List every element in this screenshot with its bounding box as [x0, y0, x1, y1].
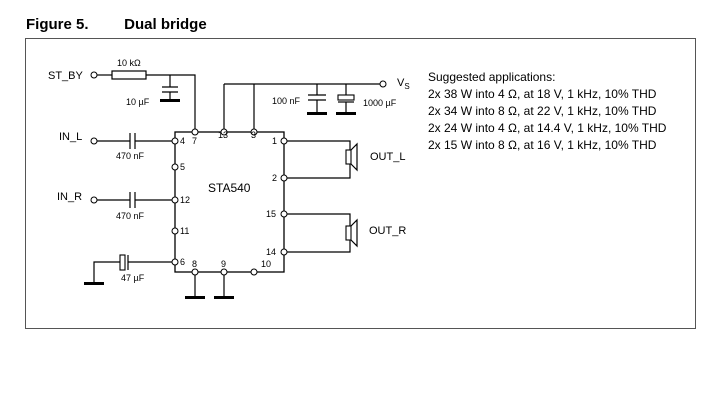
in-r-label: IN_R: [57, 191, 82, 203]
out-l-speaker: OUT_L: [284, 140, 405, 179]
pin-8: 8: [192, 259, 197, 269]
pin-9: 9: [221, 259, 226, 269]
ic-name: STA540: [208, 181, 251, 195]
vs-cap-big-value: 1000 µF: [363, 98, 397, 108]
pin-10: 10: [261, 259, 271, 269]
pin-11: 11: [180, 226, 189, 236]
out-l-label: OUT_L: [370, 151, 405, 163]
pin-markers: [171, 128, 288, 276]
stby-network: ST_BY 10 kΩ 10 µF: [48, 58, 196, 132]
pin-3: 3: [251, 130, 256, 140]
application-item: 2x 15 W into 8 Ω, at 16 V, 1 kHz, 10% TH…: [428, 138, 657, 152]
suggested-applications: Suggested applications: 2x 38 W into 4 Ω…: [428, 69, 666, 154]
supply-label: VS: [397, 77, 410, 91]
svr-cap-value: 47 µF: [121, 273, 145, 283]
supply-rail: VS 100 nF 1000 µF: [223, 77, 410, 132]
pin-15: 15: [266, 209, 276, 219]
stby-resistor-value: 10 kΩ: [117, 58, 141, 68]
pin-13: 13: [218, 130, 228, 140]
stby-resistor: [111, 70, 147, 80]
in-l-network: IN_L 470 nF: [59, 131, 175, 161]
pin-6: 6: [180, 257, 185, 267]
vs-cap-small-value: 100 nF: [272, 96, 301, 106]
pin-5: 5: [180, 162, 185, 172]
pin-12: 12: [180, 195, 190, 205]
application-item: 2x 24 W into 4 Ω, at 14.4 V, 1 kHz, 10% …: [428, 121, 667, 135]
in-l-cap-value: 470 nF: [116, 151, 145, 161]
figure-frame: [25, 38, 696, 329]
pin-1: 1: [272, 136, 277, 146]
in-r-network: IN_R 470 nF: [57, 191, 175, 221]
figure-number: Figure 5.: [26, 16, 89, 33]
application-item: 2x 34 W into 8 Ω, at 22 V, 1 kHz, 10% TH…: [428, 104, 657, 118]
pin-14: 14: [266, 247, 276, 257]
in-l-label: IN_L: [59, 131, 82, 143]
application-item: 2x 38 W into 4 Ω, at 18 V, 1 kHz, 10% TH…: [428, 87, 657, 101]
pin-numbers: 4 5 12 11 6 7 13 3 1 2 15 14 8 9 10: [180, 130, 277, 269]
svr-network: 47 µF: [84, 254, 175, 285]
stby-cap-value: 10 µF: [126, 97, 150, 107]
applications-heading: Suggested applications:: [428, 70, 556, 84]
stby-label: ST_BY: [48, 70, 84, 82]
pin-4: 4: [180, 136, 185, 146]
in-r-cap-value: 470 nF: [116, 211, 145, 221]
figure-title: Dual bridge: [124, 16, 207, 33]
figure-header: Figure 5. Dual bridge: [26, 16, 207, 33]
out-r-label: OUT_R: [369, 225, 406, 237]
out-r-speaker: OUT_R: [284, 213, 406, 253]
pin-2: 2: [272, 173, 277, 183]
pin-7: 7: [192, 136, 197, 146]
